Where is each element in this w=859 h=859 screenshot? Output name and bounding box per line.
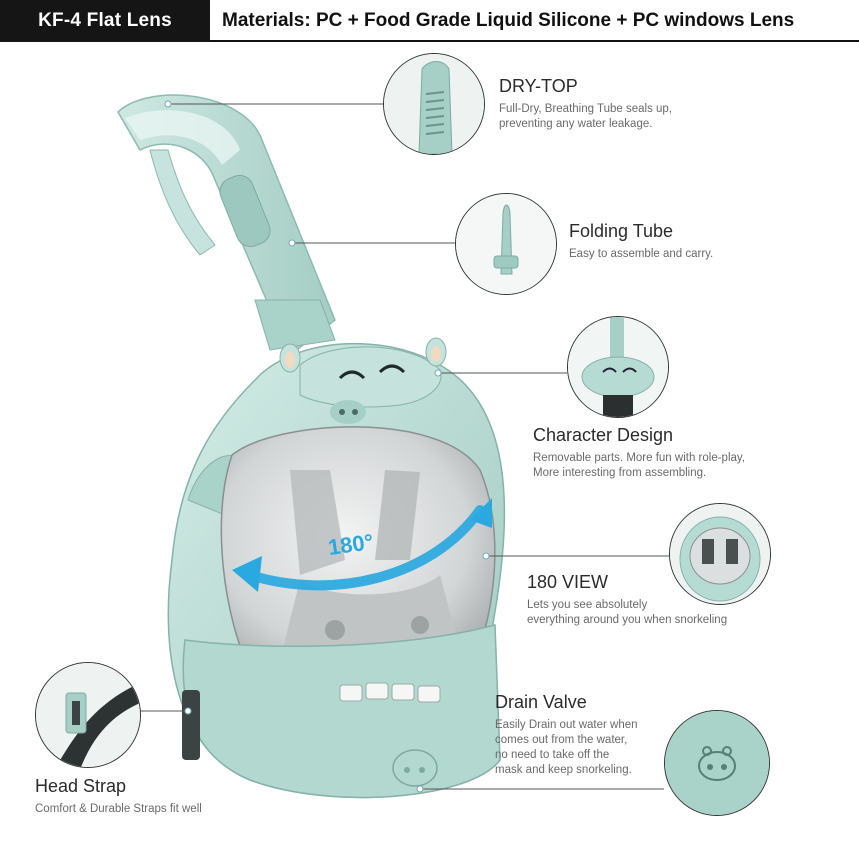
dry-top-detail-image	[383, 53, 485, 155]
feature-description: Easily Drain out water when comes out fr…	[495, 719, 638, 776]
feature-drain-valve: Drain Valve Easily Drain out water when …	[495, 692, 638, 778]
feature-description: Full-Dry, Breathing Tube seals up, preve…	[499, 103, 673, 130]
leader-lines	[140, 100, 669, 793]
feature-title: 180 VIEW	[527, 572, 609, 592]
mask-body	[167, 337, 506, 799]
drain-valve-detail-image	[664, 710, 770, 816]
head-strap-detail-image	[35, 662, 141, 768]
feature-title: Drain Valve	[495, 692, 587, 712]
folding-tube-detail-image	[455, 193, 557, 295]
model-tag: KF-4 Flat Lens	[0, 0, 210, 42]
feature-title: Head Strap	[35, 776, 127, 796]
feature-title: DRY-TOP	[499, 76, 578, 96]
feature-180-view: 180 VIEW Lets you see absolutely everyth…	[527, 572, 727, 628]
header-bar: KF-4 Flat Lens Materials: PC + Food Grad…	[0, 0, 859, 42]
feature-head-strap: Head Strap Comfort & Durable Straps fit …	[35, 776, 202, 817]
feature-dry-top: DRY-TOP Full-Dry, Breathing Tube seals u…	[499, 76, 672, 132]
feature-title: Folding Tube	[569, 221, 674, 241]
header-divider	[210, 40, 859, 42]
feature-title: Character Design	[533, 425, 674, 445]
character-design-detail-image	[567, 316, 669, 418]
feature-character-design: Character Design Removable parts. More f…	[533, 425, 745, 481]
feature-description: Comfort & Durable Straps fit well	[35, 803, 202, 815]
view-angle-arrow	[232, 498, 492, 592]
feature-description: Easy to assemble and carry.	[569, 248, 714, 260]
materials-text: Materials: PC + Food Grade Liquid Silico…	[222, 10, 795, 31]
feature-description: Removable parts. More fun with role-play…	[533, 452, 745, 479]
snorkel-tube	[117, 94, 336, 357]
feature-folding-tube: Folding Tube Easy to assemble and carry.	[569, 221, 713, 262]
180-view-detail-image	[669, 503, 771, 605]
feature-description: Lets you see absolutely everything aroun…	[527, 599, 728, 626]
drain-valve-icon	[392, 749, 438, 787]
